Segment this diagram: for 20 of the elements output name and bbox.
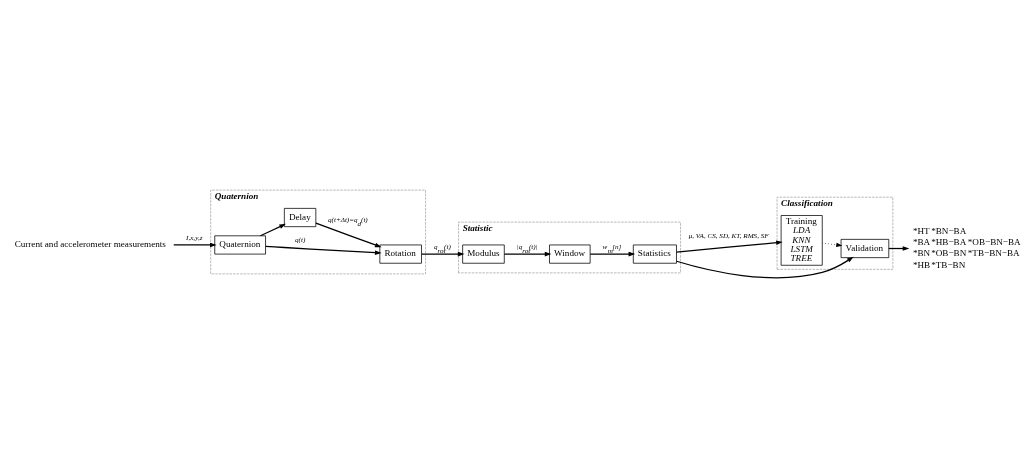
arrow	[821, 242, 843, 247]
arrow	[173, 242, 217, 248]
arrow	[259, 223, 286, 237]
arrow	[420, 251, 465, 257]
node-box: Training LDA KNN LSTM TREE	[780, 215, 823, 266]
arrow	[265, 245, 382, 255]
node-text: *HT *BN−BA *BA*HB−BA *OB−BN−BA *BN*OB−BN *TB−BN−BA *HB*TB−BN	[912, 225, 1021, 270]
node-box: Quaternion	[214, 235, 266, 255]
node-box: Window	[549, 244, 591, 264]
arrow	[315, 222, 382, 248]
node-box: Validation	[840, 239, 890, 259]
arrow	[503, 251, 552, 257]
arrow	[675, 256, 854, 279]
node-text: Current and accelerometer measurements	[14, 239, 166, 250]
arrow	[675, 240, 783, 253]
node-box: Delay	[283, 208, 317, 228]
node-box: Statistics	[632, 244, 677, 264]
node-box: Rotation	[379, 244, 422, 264]
node-box: Modulus	[462, 244, 505, 264]
arrow	[589, 251, 636, 257]
